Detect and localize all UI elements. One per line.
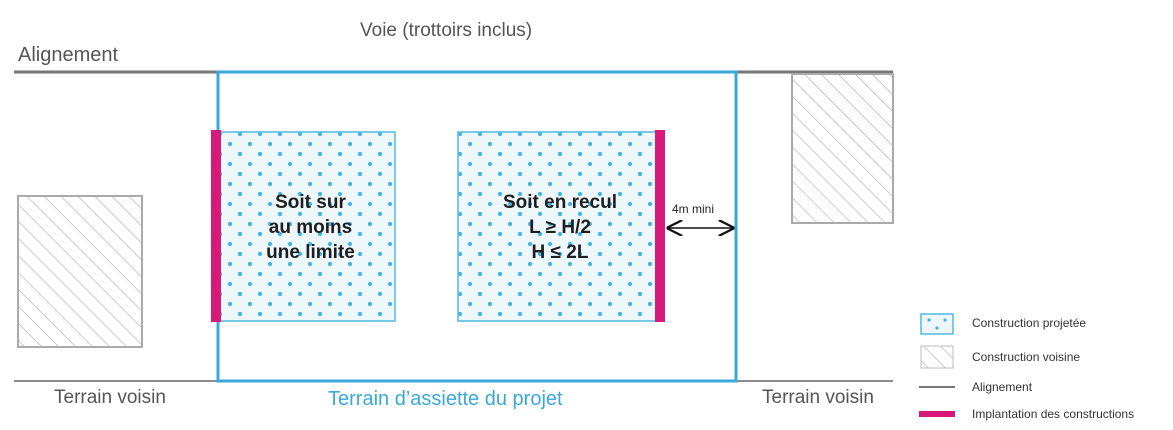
project-construction-left: [217, 131, 396, 322]
right-construction-text: Soit en recul L ≥ H/2 H ≤ 2L: [466, 190, 654, 265]
legend-swatch-dotted: [920, 313, 954, 335]
legend-label-alignement: Alignement: [972, 380, 1033, 394]
legend-label-construction-voisine: Construction voisine: [972, 350, 1081, 364]
legend-label-implantation: Implantation des constructions: [972, 407, 1135, 421]
neighbor-construction-left: [17, 195, 143, 348]
left-construction-line: au moins: [268, 217, 353, 238]
right-construction-line: L ≥ H/2: [529, 217, 591, 238]
legend-label-construction-projetee: Construction projetée: [972, 316, 1087, 330]
road-label: Voie (trottoirs inclus): [360, 20, 533, 41]
project-plot-label: Terrain d’assiette du projet: [328, 388, 563, 410]
right-construction-line: H ≤ 2L: [531, 242, 589, 263]
left-construction-text: Soit sur au moins une limite: [228, 190, 393, 265]
right-construction-line: Soit en recul: [502, 192, 618, 213]
legend-swatch-magenta: [919, 411, 955, 417]
left-construction-line: Soit sur: [275, 192, 346, 213]
neighbor-plot-label-left: Terrain voisin: [54, 387, 166, 408]
distance-label: 4m mini: [672, 202, 715, 216]
left-construction-line: une limite: [266, 242, 355, 263]
neighbor-construction-right: [791, 73, 894, 224]
implantation-bar-left: [211, 130, 221, 322]
alignement-label: Alignement: [18, 44, 119, 66]
project-construction-right: [457, 131, 659, 322]
legend-swatch-hatched: [920, 345, 954, 369]
neighbor-plot-label-right: Terrain voisin: [762, 387, 874, 408]
implantation-bar-right: [655, 130, 665, 322]
